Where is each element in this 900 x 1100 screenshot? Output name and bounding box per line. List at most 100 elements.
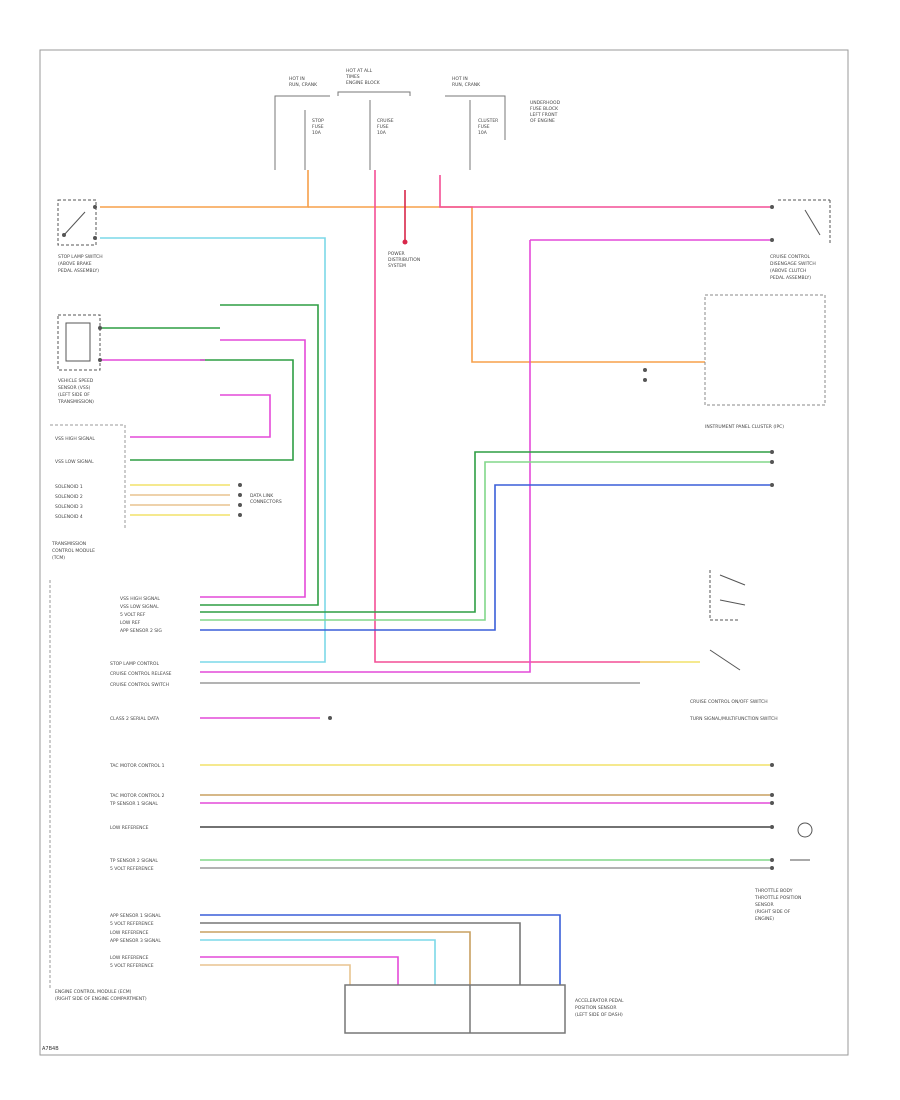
wire-blue <box>200 484 770 631</box>
svg-text:POWER: POWER <box>388 251 405 257</box>
fuse-label: FUSE <box>478 124 490 130</box>
vss-sensor <box>57 314 101 371</box>
wire-magenta <box>200 339 306 598</box>
tcm-label: TRANSMISSION CONTROL MODULE (TCM) <box>51 541 95 561</box>
svg-text:5 VOLT REF: 5 VOLT REF <box>120 612 146 618</box>
svg-text:LOW REFERENCE: LOW REFERENCE <box>110 825 149 831</box>
svg-text:(ABOVE BRAKE: (ABOVE BRAKE <box>58 261 92 267</box>
svg-text:(LEFT SIDE OF: (LEFT SIDE OF <box>58 392 90 398</box>
svg-text:STOP LAMP CONTROL: STOP LAMP CONTROL <box>110 661 159 667</box>
tcm-box <box>50 424 126 530</box>
fuse-label: HOT IN <box>289 76 305 82</box>
cruise-switch <box>709 570 746 671</box>
fuse-label: CRUISE <box>377 118 394 124</box>
cluster-box <box>704 294 826 406</box>
fuse-label: UNDERHOOD <box>530 100 561 106</box>
fuse-label: FUSE <box>312 124 324 130</box>
svg-text:CRUISE CONTROL RELEASE: CRUISE CONTROL RELEASE <box>110 671 172 677</box>
diagram-frame <box>39 49 849 1056</box>
cruise-switch-label: CRUISE CONTROL ON/OFF SWITCH <box>690 699 768 705</box>
svg-text:SENSOR (VSS): SENSOR (VSS) <box>58 385 91 391</box>
svg-text:TP SENSOR 2 SIGNAL: TP SENSOR 2 SIGNAL <box>109 858 158 864</box>
connector-dots <box>93 205 774 870</box>
svg-text:5 VOLT REFERENCE: 5 VOLT REFERENCE <box>110 866 154 872</box>
svg-text:ENGINE CONTROL MODULE (ECM): ENGINE CONTROL MODULE (ECM) <box>55 989 132 995</box>
fuse-label: LEFT FRONT <box>530 112 558 118</box>
data-link-label: DATA LINK CONNECTORS <box>250 493 282 505</box>
fuse-label: ENGINE BLOCK <box>346 80 381 86</box>
svg-text:(TCM): (TCM) <box>52 555 65 561</box>
wire-orange <box>308 206 705 363</box>
ecm-label: ENGINE CONTROL MODULE (ECM) (RIGHT SIDE … <box>55 989 147 1002</box>
svg-text:CONNECTORS: CONNECTORS <box>250 499 282 505</box>
svg-text:VSS HIGH SIGNAL: VSS HIGH SIGNAL <box>55 436 95 442</box>
throttle-sensor-label: THROTTLE BODY THROTTLE POSITION SENSOR (… <box>754 888 801 922</box>
svg-text:PEDAL ASSEMBLY): PEDAL ASSEMBLY) <box>58 268 99 274</box>
wire-tan <box>200 931 471 985</box>
wire-light-blue <box>100 237 326 663</box>
svg-text:VSS LOW SIGNAL: VSS LOW SIGNAL <box>55 459 94 465</box>
svg-text:(RIGHT SIDE OF: (RIGHT SIDE OF <box>755 909 791 915</box>
svg-text:(RIGHT SIDE OF ENGINE COMPARTM: (RIGHT SIDE OF ENGINE COMPARTMENT) <box>55 996 147 1002</box>
svg-text:TAC MOTOR CONTROL 1: TAC MOTOR CONTROL 1 <box>109 763 165 769</box>
svg-text:SENSOR: SENSOR <box>755 902 774 908</box>
fuse-label: HOT IN <box>452 76 468 82</box>
svg-text:VSS HIGH SIGNAL: VSS HIGH SIGNAL <box>120 596 160 602</box>
svg-text:TRANSMISSION: TRANSMISSION <box>51 541 86 547</box>
wire-green <box>200 451 770 613</box>
svg-text:VEHICLE SPEED: VEHICLE SPEED <box>58 378 94 384</box>
fuse-label: 10A <box>478 130 488 136</box>
fuse-labels: HOT IN RUN, CRANK HOT AT ALL TIMES ENGIN… <box>289 68 561 136</box>
fuse-label: RUN, CRANK <box>289 82 318 88</box>
wire-magenta <box>200 956 399 985</box>
fuse-label: RUN, CRANK <box>452 82 481 88</box>
svg-text:5 VOLT REFERENCE: 5 VOLT REFERENCE <box>110 921 154 927</box>
fuse-label: CLUSTER <box>478 118 498 124</box>
svg-text:LOW REF: LOW REF <box>120 620 141 626</box>
wire-green <box>130 359 294 461</box>
wire-tan <box>200 964 351 985</box>
svg-text:CRUISE CONTROL SWITCH: CRUISE CONTROL SWITCH <box>110 682 169 688</box>
svg-text:PEDAL ASSEMBLY): PEDAL ASSEMBLY) <box>770 275 811 281</box>
wire-pink <box>374 170 670 663</box>
stop-lamp-switch-label: STOP LAMP SWITCH (ABOVE BRAKE PEDAL ASSE… <box>58 254 103 274</box>
wires <box>100 170 770 985</box>
svg-text:TAC MOTOR CONTROL 2: TAC MOTOR CONTROL 2 <box>109 793 165 799</box>
wire-magenta <box>130 394 271 438</box>
wire-orange <box>100 170 309 208</box>
svg-text:SOLENOID 4: SOLENOID 4 <box>55 514 83 520</box>
svg-text:SOLENOID 2: SOLENOID 2 <box>55 494 83 500</box>
svg-text:POSITION SENSOR: POSITION SENSOR <box>575 1005 616 1011</box>
svg-text:APP SENSOR 1 SIGNAL: APP SENSOR 1 SIGNAL <box>110 913 161 919</box>
fuse-label: FUSE BLOCK <box>530 106 559 112</box>
svg-text:TRANSMISSION): TRANSMISSION) <box>57 399 94 405</box>
svg-text:CLASS 2 SERIAL DATA: CLASS 2 SERIAL DATA <box>110 716 160 722</box>
pedal-sensor <box>344 984 566 1034</box>
svg-text:SOLENOID 1: SOLENOID 1 <box>55 484 83 490</box>
fuse-label: 10A <box>312 130 322 136</box>
vss-label: VEHICLE SPEED SENSOR (VSS) (LEFT SIDE OF… <box>57 378 94 405</box>
svg-text:CRUISE CONTROL: CRUISE CONTROL <box>770 254 810 260</box>
svg-text:APP SENSOR 3 SIGNAL: APP SENSOR 3 SIGNAL <box>110 938 161 944</box>
clutch-switch <box>778 199 831 245</box>
power-feed <box>274 91 506 170</box>
svg-text:DISTRIBUTION: DISTRIBUTION <box>388 257 420 263</box>
wire-light-blue <box>200 939 436 985</box>
tcm-signals: VSS HIGH SIGNAL VSS LOW SIGNAL SOLENOID … <box>55 436 95 520</box>
svg-text:APP SENSOR 2 SIG: APP SENSOR 2 SIG <box>120 628 162 634</box>
fuse-label: FUSE <box>377 124 389 130</box>
wire-pink <box>439 175 770 208</box>
fuse-label: 10A <box>377 130 387 136</box>
fuse-label: TIMES <box>345 74 360 80</box>
fuse-label: STOP <box>312 118 324 124</box>
svg-text:(ABOVE CLUTCH: (ABOVE CLUTCH <box>770 268 806 274</box>
svg-text:THROTTLE POSITION: THROTTLE POSITION <box>754 895 801 901</box>
svg-text:SOLENOID 3: SOLENOID 3 <box>55 504 83 510</box>
svg-text:5 VOLT REFERENCE: 5 VOLT REFERENCE <box>110 963 154 969</box>
wire-gray <box>200 922 521 985</box>
pedal-sensor-label: ACCELERATOR PEDAL POSITION SENSOR (LEFT … <box>575 998 624 1018</box>
svg-text:ACCELERATOR PEDAL: ACCELERATOR PEDAL <box>575 998 624 1004</box>
svg-text:LOW REFERENCE: LOW REFERENCE <box>110 955 149 961</box>
cluster-label: INSTRUMENT PANEL CLUSTER (IPC) <box>705 424 784 430</box>
